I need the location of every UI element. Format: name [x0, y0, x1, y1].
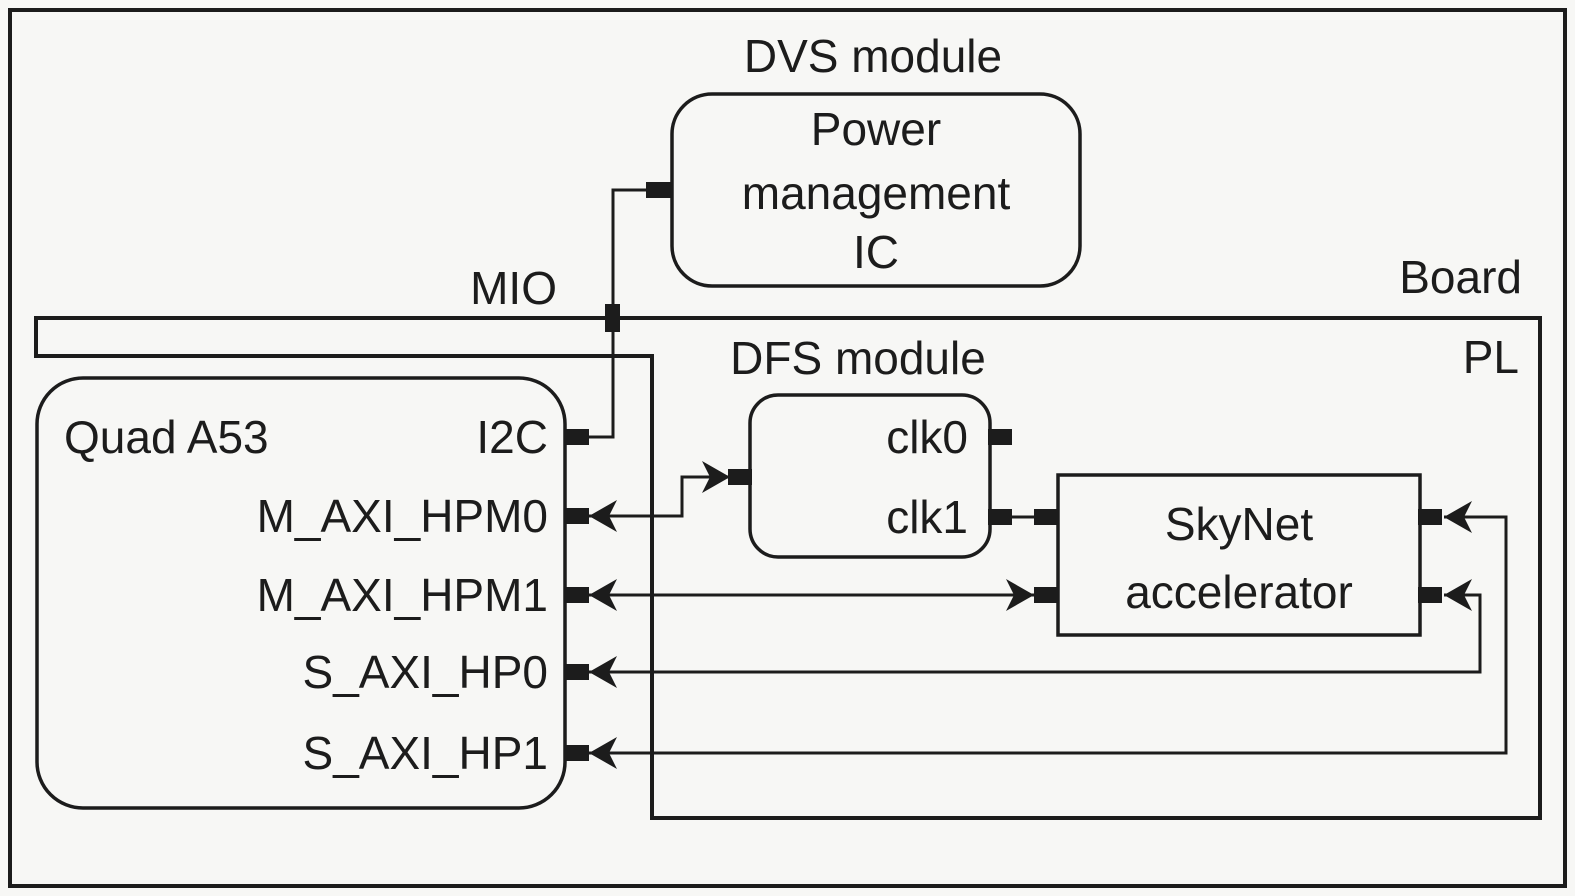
dvs-module-caption: DVS module: [744, 30, 1002, 82]
port-label-clk1: clk1: [886, 491, 968, 543]
hp1-skynet-wire: [589, 515, 1508, 755]
port-label-s-axi-hp0: S_AXI_HP0: [303, 646, 548, 698]
quad-a53-label: Quad A53: [64, 411, 269, 463]
arrow-into-skynet-left-port: [1006, 579, 1034, 611]
pmic-left-port: [646, 182, 672, 198]
i2c-port: [565, 429, 589, 445]
arrow-into-hpm0-port: [589, 500, 617, 532]
skynet-left-upper-port: [1034, 509, 1058, 525]
mio-label: MIO: [470, 262, 557, 314]
clk1-port: [988, 509, 1012, 525]
s-axi-hp1-port: [565, 745, 589, 761]
skynet-right-lower-port: [1418, 587, 1442, 603]
skynet-accelerator-box: [1056, 473, 1422, 637]
arrow-into-skynet-right-lower-port: [1444, 579, 1472, 611]
hpm0-dfs-wire: [589, 475, 728, 518]
board-outline: [8, 8, 1567, 888]
board-label: Board: [1399, 251, 1522, 303]
port-label-m-axi-hpm1: M_AXI_HPM1: [257, 569, 548, 621]
pmic-i2c-wire: [589, 188, 652, 439]
pmic-text-line-2: management: [742, 167, 1011, 219]
mio-junction-connector: [605, 304, 620, 332]
port-label-m-axi-hpm0: M_AXI_HPM0: [257, 490, 548, 542]
port-label-clk0: clk0: [886, 411, 968, 463]
arrow-into-hp0-port: [589, 656, 617, 688]
skynet-label-line-1: SkyNet: [1165, 498, 1313, 550]
arrow-into-dfs-port: [702, 461, 730, 493]
arrow-into-skynet-right-upper-port: [1444, 501, 1472, 533]
pl-label: PL: [1463, 331, 1519, 383]
port-label-i2c: I2C: [476, 411, 548, 463]
pmic-text-line-1: Power: [811, 103, 941, 155]
skynet-right-upper-port: [1418, 509, 1442, 525]
skynet-left-lower-port: [1034, 587, 1058, 603]
mio-band-pl-region-outline: [34, 316, 1542, 820]
s-axi-hp0-port: [565, 664, 589, 680]
skynet-label-line-2: accelerator: [1125, 566, 1353, 618]
pmic-text-line-3: IC: [853, 226, 899, 278]
dfs-left-port: [728, 469, 752, 485]
arrow-into-hp1-port: [589, 737, 617, 769]
m-axi-hpm1-port: [565, 587, 589, 603]
clk0-port: [988, 429, 1012, 445]
arrow-into-hpm1-port: [589, 579, 617, 611]
m-axi-hpm0-port: [565, 508, 589, 524]
port-label-s-axi-hp1: S_AXI_HP1: [303, 727, 548, 779]
dfs-module-caption: DFS module: [730, 332, 986, 384]
